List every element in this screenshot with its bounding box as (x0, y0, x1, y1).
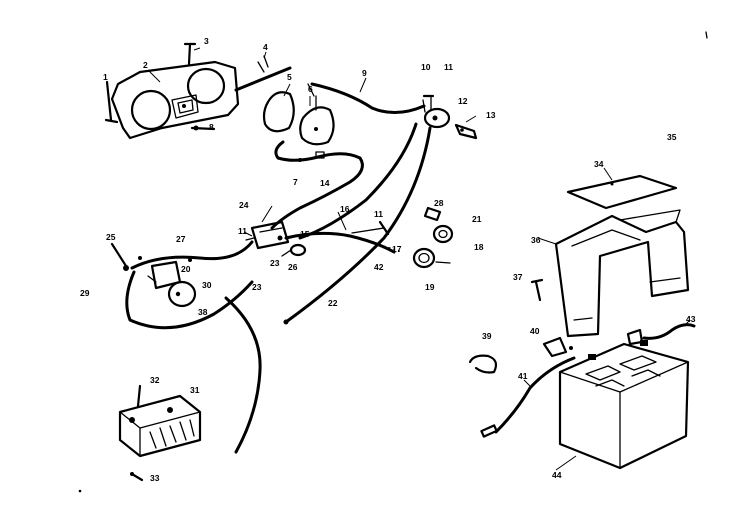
callout-8: 8 (209, 122, 214, 132)
callout-18: 18 (474, 242, 484, 252)
cable-4 (234, 55, 292, 92)
callout-44: 44 (552, 470, 562, 480)
wire-7 (270, 140, 364, 230)
callout-37: 37 (513, 272, 523, 282)
callout-9: 9 (362, 68, 367, 78)
callout-31: 31 (190, 385, 200, 395)
headlight-6 (299, 83, 335, 146)
callout-13: 13 (486, 110, 496, 120)
callout-10: 10 (421, 62, 431, 72)
callout-38: 38 (198, 307, 208, 317)
screw-3 (183, 42, 197, 66)
screw-33 (130, 472, 144, 482)
callout-30: 30 (202, 280, 212, 290)
callout-26: 26 (288, 262, 298, 272)
clamp-42 (542, 336, 573, 358)
callout-32: 32 (150, 375, 160, 385)
terminal-25 (110, 242, 129, 271)
regulator-24 (245, 220, 290, 250)
callout-labels: 1 2 3 4 5 6 7 8 9 10 11 11 11 12 13 14 1… (80, 36, 696, 483)
callout-35: 35 (667, 132, 677, 142)
rectifier-31 (118, 394, 202, 458)
headlight-5 (262, 91, 295, 133)
callout-16: 16 (340, 204, 350, 214)
callout-3: 3 (204, 36, 209, 46)
switch-12 (422, 94, 451, 129)
switch-19 (167, 280, 197, 308)
wire-20 (284, 231, 403, 254)
cable-43 (626, 323, 696, 346)
callout-11a: 11 (444, 62, 453, 72)
hole-marks (138, 256, 192, 262)
wire-23 (125, 270, 254, 330)
fuse-26 (281, 243, 307, 257)
callout-25: 25 (106, 232, 116, 242)
panel-screw (190, 125, 216, 131)
callout-33: 33 (150, 473, 160, 483)
callout-34: 34 (594, 159, 604, 169)
callout-23a: 23 (270, 258, 280, 268)
callout-40: 40 (530, 326, 540, 336)
callout-17: 17 (392, 244, 402, 254)
screw-1 (104, 80, 119, 124)
callout-41: 41 (518, 371, 528, 381)
callout-11c: 11 (374, 209, 383, 219)
callout-19: 19 (425, 282, 435, 292)
callout-7: 7 (293, 177, 298, 187)
cover-34 (566, 174, 678, 210)
callout-28: 28 (434, 198, 444, 208)
callout-12: 12 (458, 96, 468, 106)
key-13 (454, 123, 478, 140)
bolt-28 (423, 206, 442, 222)
wire-37 (224, 296, 262, 454)
callout-21: 21 (472, 214, 482, 224)
wire-22 (283, 126, 432, 325)
bracket-36 (554, 209, 690, 338)
callout-24: 24 (239, 200, 249, 210)
callout-39: 39 (482, 331, 492, 341)
wire-17 (351, 220, 390, 236)
callout-5: 5 (287, 72, 292, 82)
wire-9 (310, 82, 426, 114)
callout-20: 20 (181, 264, 191, 274)
callout-43: 43 (686, 314, 696, 324)
callout-36: 36 (531, 235, 541, 245)
callout-11b: 11 (238, 226, 247, 236)
callout-27: 27 (176, 234, 186, 244)
battery-44 (558, 340, 690, 470)
wire-27 (130, 240, 254, 270)
callout-6: 6 (308, 84, 313, 94)
stray-marks (78, 31, 708, 493)
strap-39 (468, 354, 498, 374)
dash-panel (110, 60, 240, 140)
callout-4: 4 (263, 42, 268, 52)
callout-2: 2 (143, 60, 148, 70)
lamp-18 (412, 247, 451, 269)
callout-23b: 23 (252, 282, 262, 292)
wire-14 (298, 122, 418, 240)
callout-15: 15 (300, 229, 310, 239)
screw-37 (530, 278, 544, 302)
callout-14: 14 (320, 178, 330, 188)
callout-42: 42 (374, 262, 384, 272)
leaders (147, 47, 691, 471)
callout-29: 29 (80, 288, 90, 298)
callout-1: 1 (103, 72, 108, 82)
screw-32 (136, 384, 142, 408)
callout-22: 22 (328, 298, 338, 308)
cable-41 (480, 356, 576, 438)
grommet-21 (432, 224, 454, 244)
